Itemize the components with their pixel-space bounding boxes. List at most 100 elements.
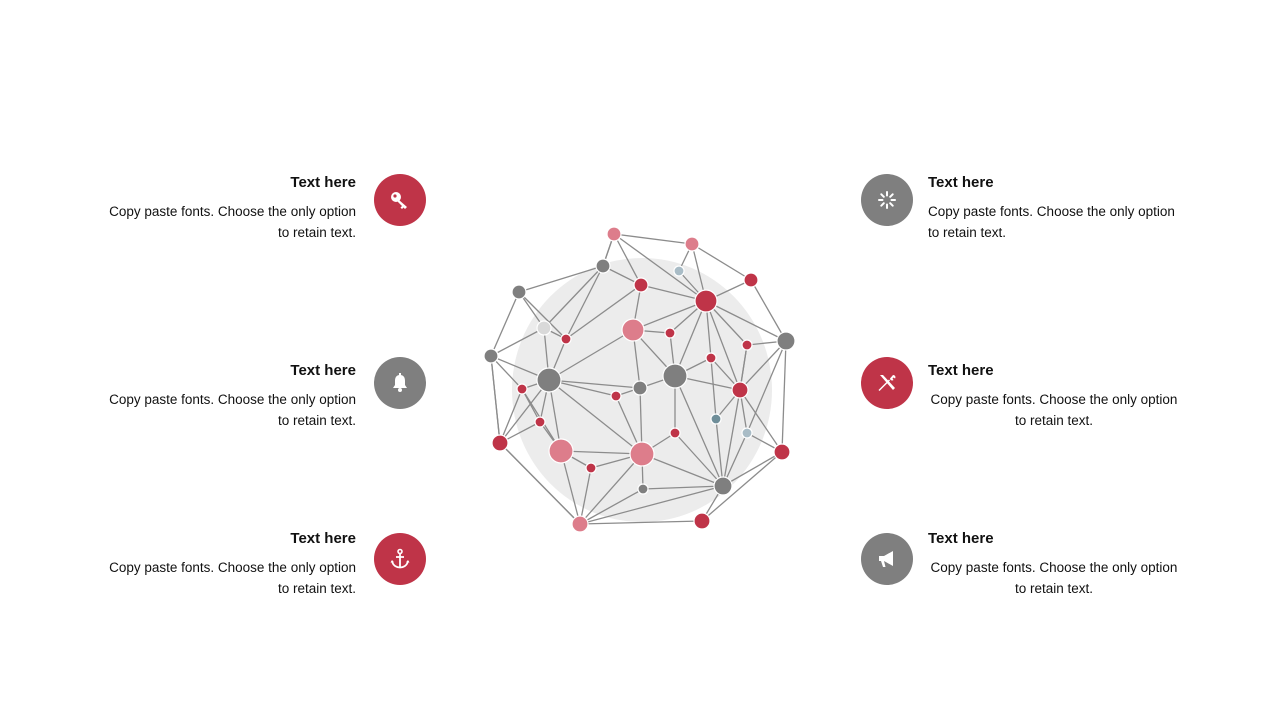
network-node xyxy=(673,265,685,277)
item-title: Text here xyxy=(290,174,356,191)
network-edge xyxy=(642,485,724,490)
network-node xyxy=(669,427,681,439)
network-node xyxy=(741,427,753,439)
network-node xyxy=(633,277,649,293)
network-edge xyxy=(632,300,707,331)
network-node xyxy=(705,352,717,364)
item-description: Copy paste fonts. Choose the only option… xyxy=(928,201,1228,243)
network-edge xyxy=(560,450,643,455)
bell-icon xyxy=(393,373,407,392)
item-description: Copy paste fonts. Choose the only option… xyxy=(56,557,356,599)
megaphone-icon-badge xyxy=(861,533,913,585)
network-edge xyxy=(613,233,642,286)
item-description-line-1: Copy paste fonts. Choose the only option xyxy=(109,204,356,219)
megaphone-icon xyxy=(879,551,893,567)
network-node xyxy=(511,284,527,300)
network-edge xyxy=(565,265,604,340)
network-node xyxy=(610,390,622,402)
network-node xyxy=(694,289,718,313)
item-description-line-1: Copy paste fonts. Choose the only option xyxy=(109,392,356,407)
network-edge xyxy=(674,432,724,487)
bell-icon-badge xyxy=(374,357,426,409)
network-edge xyxy=(548,379,641,389)
network-edge xyxy=(722,389,741,487)
network-node xyxy=(536,320,552,336)
item-description-line-2: to retain text. xyxy=(928,225,1007,240)
feature-item-1: Text here Copy paste fonts. Choose the o… xyxy=(56,174,356,243)
network-edge xyxy=(543,265,604,329)
anchor-icon-badge xyxy=(374,533,426,585)
item-description: Copy paste fonts. Choose the only option… xyxy=(928,557,1180,599)
network-edge xyxy=(490,291,520,357)
network-edge xyxy=(674,375,724,487)
item-description-line-1: Copy paste fonts. Choose the only option xyxy=(109,560,356,575)
item-description-line-2: to retain text. xyxy=(277,581,356,596)
feature-item-6: Text here Copy paste fonts. Choose the o… xyxy=(928,530,1180,599)
key-icon-badge xyxy=(374,174,426,226)
network-node xyxy=(571,515,589,533)
network-edge xyxy=(715,418,724,487)
network-nodes xyxy=(483,226,796,533)
tools-icon xyxy=(878,375,896,391)
network-node xyxy=(516,383,528,395)
network-node xyxy=(776,331,796,351)
network-node xyxy=(629,441,655,467)
network-edge xyxy=(705,300,741,391)
network-edge xyxy=(499,388,523,444)
item-description: Copy paste fonts. Choose the only option… xyxy=(928,389,1180,431)
network-node xyxy=(536,367,562,393)
network-node xyxy=(632,380,648,396)
network-edge xyxy=(613,233,707,302)
item-title: Text here xyxy=(928,362,994,379)
network-edge xyxy=(691,243,752,281)
item-description-line-1: Copy paste fonts. Choose the only option xyxy=(930,392,1178,407)
network-node xyxy=(731,381,749,399)
feature-item-5: Text here Copy paste fonts. Choose the o… xyxy=(928,362,1180,431)
network-node xyxy=(637,483,649,495)
network-node xyxy=(741,339,753,351)
item-title: Text here xyxy=(290,530,356,547)
network-edge xyxy=(722,451,783,487)
item-description: Copy paste fonts. Choose the only option… xyxy=(56,389,356,431)
spinner-icon xyxy=(878,191,896,209)
item-description-line-2: to retain text. xyxy=(1014,581,1094,596)
network-node xyxy=(595,258,611,274)
network-edge xyxy=(579,488,644,525)
network-node xyxy=(483,348,499,364)
network-node xyxy=(773,443,791,461)
network-edge xyxy=(518,265,604,293)
network-node xyxy=(664,327,676,339)
anchor-icon xyxy=(390,548,410,569)
feature-item-2: Text here Copy paste fonts. Choose the o… xyxy=(56,362,356,431)
key-icon xyxy=(391,192,407,209)
network-edge xyxy=(499,379,550,444)
network-edge xyxy=(613,233,693,245)
network-node xyxy=(560,333,572,345)
network-edge xyxy=(781,340,787,453)
network-node xyxy=(585,462,597,474)
item-description-line-1: Copy paste fonts. Choose the only option xyxy=(928,204,1175,219)
network-edge xyxy=(579,520,703,525)
network-node xyxy=(684,236,700,252)
network-node xyxy=(710,413,722,425)
network-edge xyxy=(710,357,717,420)
item-description-line-2: to retain text. xyxy=(277,413,356,428)
network-edge xyxy=(750,279,787,342)
tools-icon-badge xyxy=(861,357,913,409)
network-edge xyxy=(579,453,643,525)
network-edge xyxy=(548,329,634,381)
network-node xyxy=(713,476,733,496)
item-description-line-2: to retain text. xyxy=(277,225,356,240)
item-title: Text here xyxy=(290,362,356,379)
network-edge xyxy=(705,300,787,342)
feature-item-3: Text here Copy paste fonts. Choose the o… xyxy=(56,530,356,599)
network-edge xyxy=(722,432,748,487)
network-edge xyxy=(518,291,567,340)
network-node xyxy=(491,434,509,452)
network-edge xyxy=(499,442,581,525)
network-node xyxy=(548,438,574,464)
network-edge xyxy=(739,340,787,391)
network-edge xyxy=(674,300,707,377)
item-title: Text here xyxy=(928,174,994,191)
